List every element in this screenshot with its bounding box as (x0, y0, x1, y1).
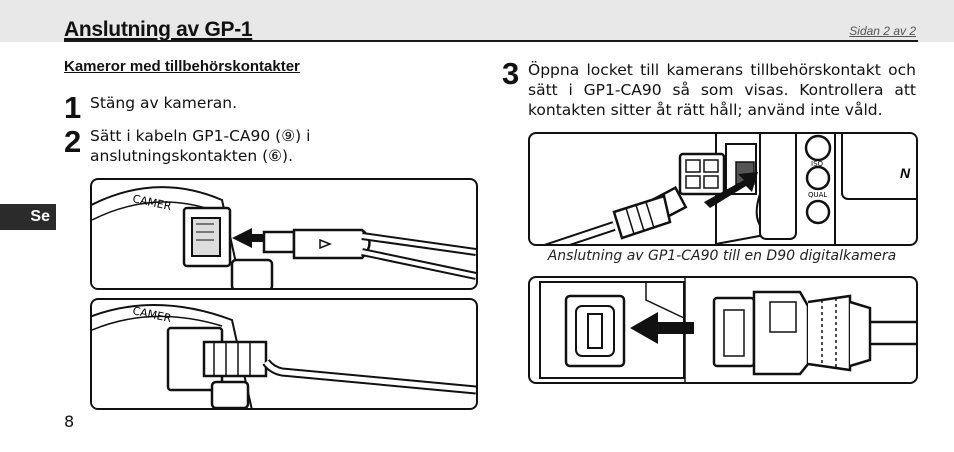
connector-detail-illustration (539, 278, 916, 382)
brand-letter: N (900, 165, 911, 181)
figure-d90-connection: ISO QUAL N (528, 132, 918, 246)
iso-label: ISO (811, 160, 824, 168)
figure-caption: Anslutning av GP1-CA90 till en D90 digit… (547, 248, 897, 264)
qual-label: QUAL (808, 191, 827, 199)
figure-cable-connected: CAMER (90, 298, 478, 410)
figure-cable-insert: CAMER (90, 178, 478, 290)
page-header (0, 0, 954, 42)
step-2-number: 2 (64, 124, 82, 159)
cable-insert-illustration: CAMER (92, 186, 476, 288)
page-title: Anslutning av GP-1 (64, 18, 253, 41)
figure-connector-detail (528, 276, 918, 384)
step-3-text: Öppna locket till kamerans tillbehörskon… (528, 61, 916, 119)
header-rule (64, 40, 918, 42)
page-indicator: Sidan 2 av 2 (849, 24, 916, 38)
d90-connection-illustration: ISO QUAL N (544, 134, 916, 244)
language-tab: Se (0, 204, 56, 230)
step-3-number: 3 (502, 56, 520, 91)
cable-connected-illustration: CAMER (92, 304, 476, 408)
section-title: Kameror med tillbehörskontakter (64, 58, 300, 75)
page-number: 8 (64, 412, 75, 431)
step-1-number: 1 (64, 90, 82, 125)
step-2-text: Sätt i kabeln GP1-CA90 (⑨) i anslutnings… (90, 127, 311, 165)
step-1-text: Stäng av kameran. (90, 94, 238, 112)
